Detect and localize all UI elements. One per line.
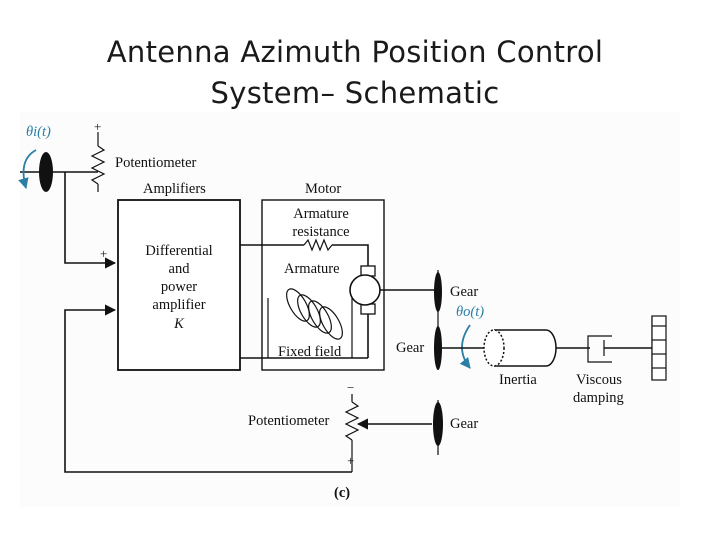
- feedback-wire: [64, 304, 352, 473]
- amplifier-block: [117, 199, 241, 371]
- slide-title-line-2: System– Schematic: [210, 76, 500, 110]
- amp-text-line-1: Differential: [145, 243, 212, 259]
- amp-text-line-2: and: [169, 261, 191, 277]
- gear-bottom-label: Gear: [450, 416, 478, 432]
- fixed-field-coil: [267, 288, 353, 358]
- viscous-label-line-1: Viscous: [576, 372, 622, 388]
- theta-o-label: θo(t): [456, 304, 484, 320]
- armature-resistance-line-2: resistance: [292, 224, 349, 240]
- input-signal-wire: [64, 172, 117, 269]
- armature-resistance-line-1: Armature: [293, 206, 349, 222]
- amp-gain-label: K: [173, 316, 185, 332]
- viscous-label-line-2: damping: [573, 390, 624, 406]
- fixed-field-label: Fixed field: [278, 344, 342, 360]
- output-potentiometer-label: Potentiometer: [248, 413, 330, 429]
- output-pot-plus: +: [347, 453, 354, 468]
- amp-text-line-4: amplifier: [152, 297, 205, 313]
- theta-i-label: θi(t): [26, 124, 51, 140]
- slide-title-line-1: Antenna Azimuth Position Control: [106, 35, 604, 69]
- figure-label: (c): [334, 485, 350, 501]
- gear-top-label: Gear: [450, 284, 478, 300]
- input-potentiometer-label: Potentiometer: [115, 155, 197, 171]
- inertia-load: [442, 329, 590, 367]
- armature-label: Armature: [284, 261, 340, 277]
- inertia-label: Inertia: [499, 372, 537, 388]
- output-pot-minus: −: [347, 380, 354, 395]
- viscous-damper: [587, 315, 667, 381]
- gear-motor-label: Gear: [396, 340, 424, 356]
- amp-plus-label: +: [100, 246, 107, 261]
- motor-label: Motor: [305, 181, 341, 197]
- gear-train: [433, 270, 443, 455]
- amplifiers-label: Amplifiers: [143, 181, 206, 197]
- armature-circuit: [240, 238, 381, 359]
- input-potentiometer: [90, 132, 106, 192]
- input-pot-plus: +: [94, 119, 101, 134]
- amp-text-line-3: power: [161, 279, 197, 295]
- slide-title: Antenna Azimuth Position Control System–…: [0, 32, 710, 114]
- output-potentiometer: [344, 394, 432, 472]
- input-knob: [18, 149, 98, 192]
